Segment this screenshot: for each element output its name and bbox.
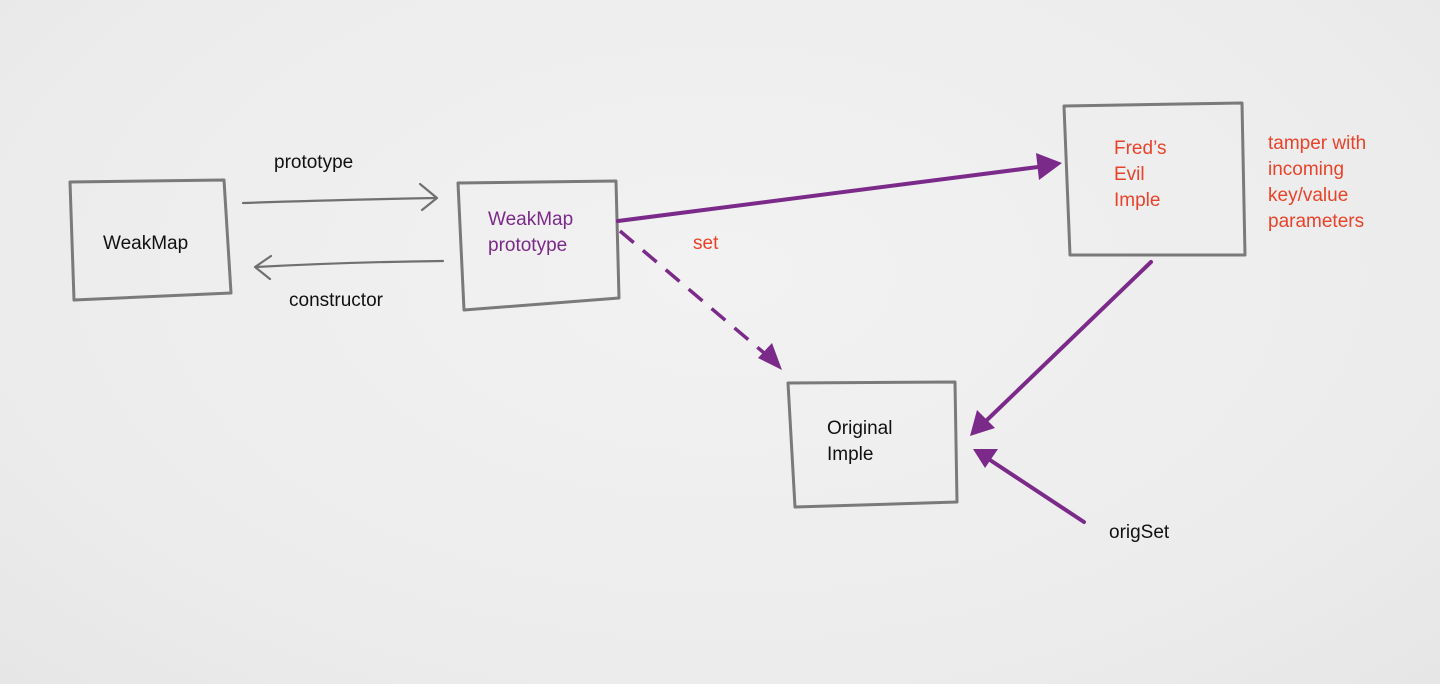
tamper-annotation: tamper with incoming key/value parameter… <box>1268 133 1367 232</box>
weakmap-box <box>68 178 233 302</box>
constructor-arrowhead <box>253 254 273 281</box>
dashed-original-arrowhead <box>758 343 782 370</box>
evil-to-original-arrowhead <box>970 410 995 436</box>
prototype-arrowhead <box>418 182 439 212</box>
set-edge-label: set <box>693 233 719 254</box>
origset-edge-label: origSet <box>1109 522 1170 543</box>
original-imple-box <box>786 380 959 509</box>
prototype-arrow <box>241 196 438 205</box>
evil-to-original-arrow <box>985 260 1153 422</box>
origset-arrow <box>988 458 1086 524</box>
set-arrow <box>616 165 1040 223</box>
prototype-edge-label: prototype <box>274 152 354 173</box>
constructor-arrow <box>254 259 445 269</box>
freds-evil-imple-box <box>1062 101 1247 257</box>
origset-arrowhead <box>973 449 998 468</box>
weakmap-prototype-box <box>456 179 621 312</box>
constructor-edge-label: constructor <box>289 290 383 311</box>
weakmap-label: WeakMap <box>103 233 189 254</box>
set-arrowhead <box>1036 153 1062 180</box>
original-imple-label: Original Imple <box>827 418 893 465</box>
dashed-original-arrow <box>618 229 772 360</box>
freds-evil-imple-label: Fred’s Evil Imple <box>1114 138 1167 211</box>
weakmap-prototype-label: WeakMap prototype <box>488 209 574 256</box>
